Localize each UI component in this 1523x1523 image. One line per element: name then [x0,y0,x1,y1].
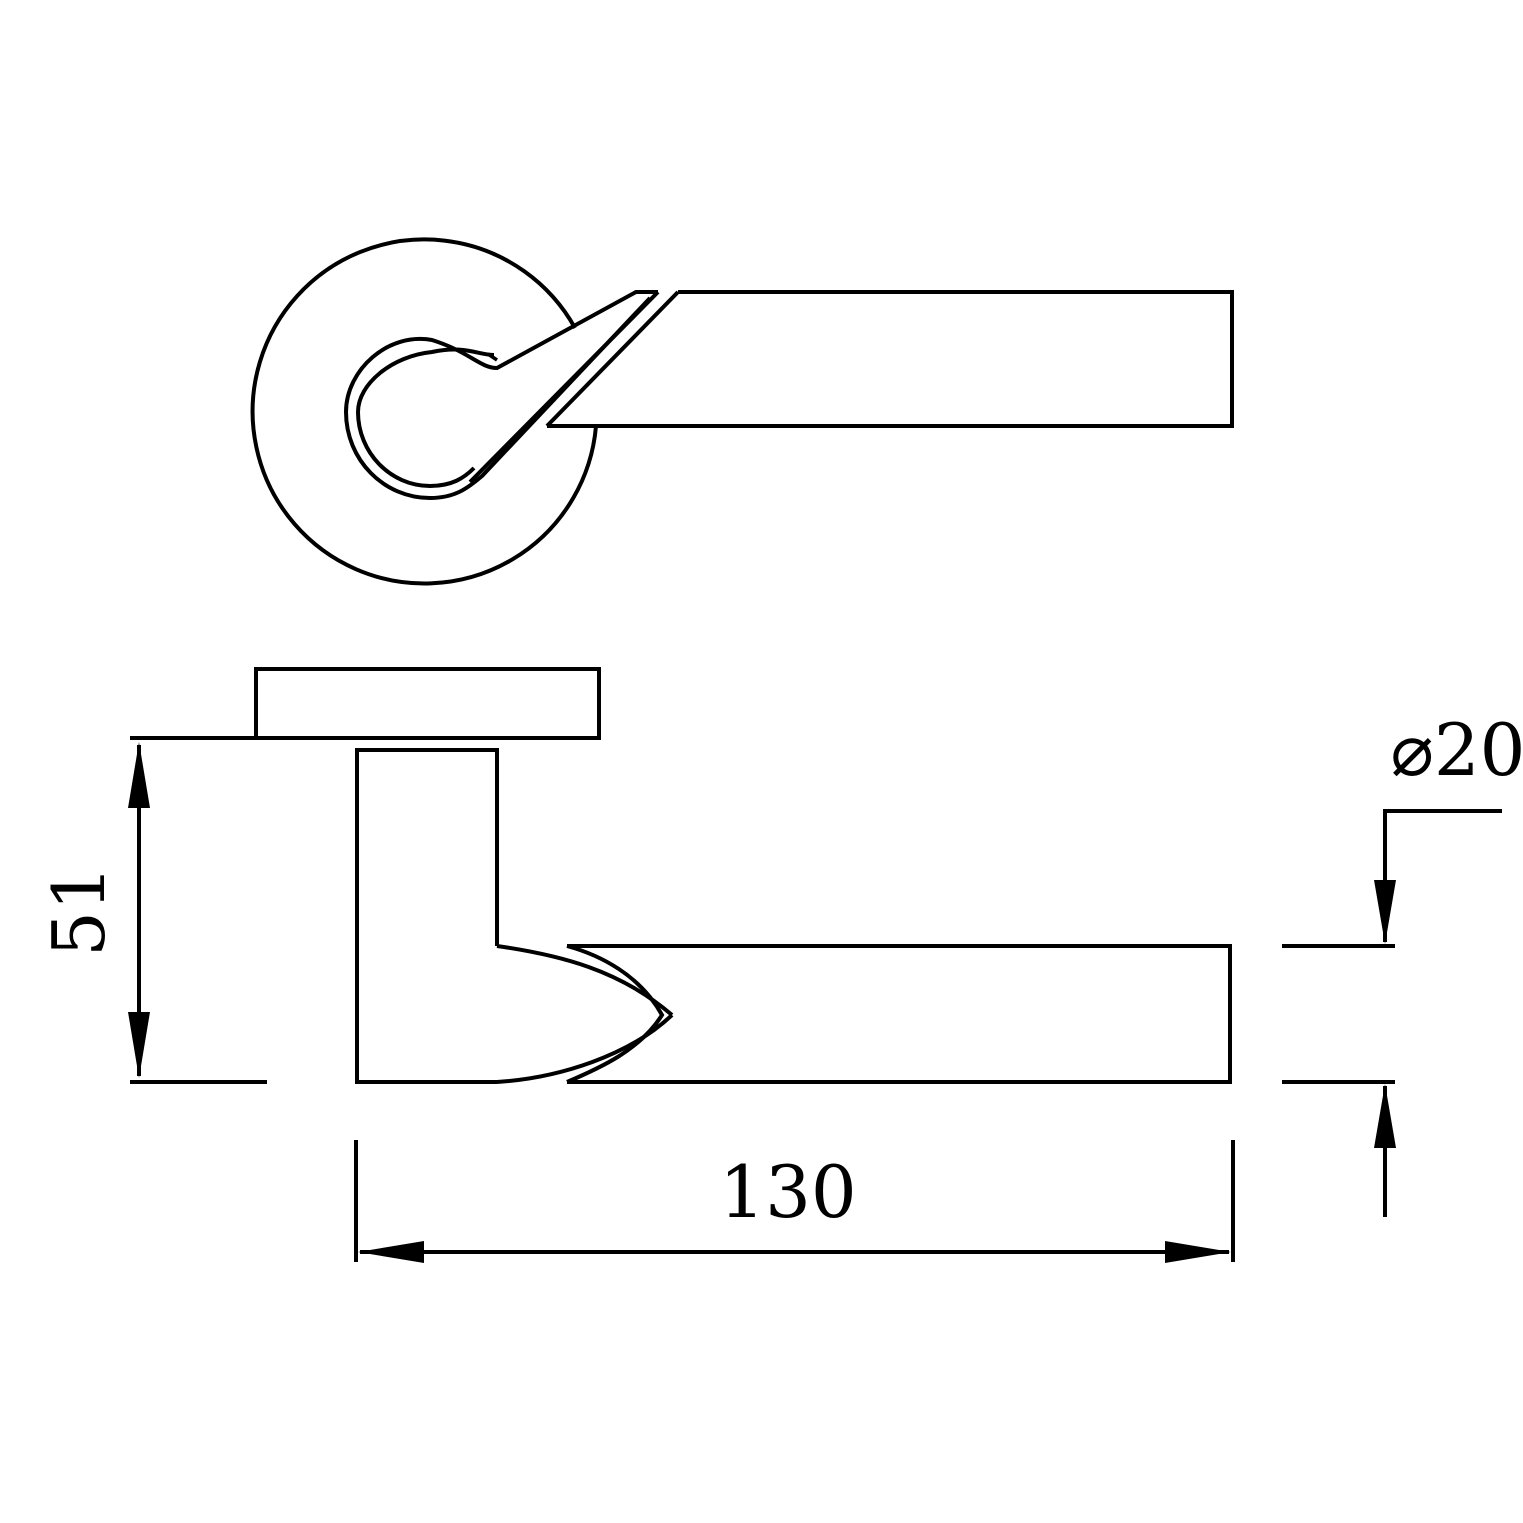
lever-hole-tick [487,352,498,362]
top-view [250,237,1234,586]
lever-neck-outline [343,290,658,501]
split-curve [566,944,665,1084]
height-dimension-label: 51 [37,865,121,957]
rose-plate [254,667,601,740]
height-arrow-bottom [128,1012,150,1078]
rose-outline [250,237,598,586]
length-arrow-right [1165,1241,1231,1263]
dimension-length: 130 [354,1140,1235,1263]
side-view-lever-bar [567,944,1232,1084]
height-arrow-top [128,742,150,808]
top-view-lever-bar [547,290,1234,428]
neck-curve-outer [496,944,674,1017]
side-view-neck [355,748,499,1084]
length-dimension-label: 130 [719,1150,856,1234]
diameter-arrow-top [1374,880,1396,944]
dimension-height: 51 [37,742,267,1084]
diameter-arrow-bottom [1374,1084,1396,1148]
diameter-leader-line [1383,809,1502,942]
lever-split-line-outer [545,290,680,428]
side-view [130,667,1232,1084]
length-arrow-left [358,1241,424,1263]
dimension-diameter: ⌀20 [1282,708,1523,1217]
lever-hole-outline [355,347,495,489]
diameter-dimension-label: ⌀20 [1391,708,1523,792]
neck-curve-lower [496,1013,674,1084]
